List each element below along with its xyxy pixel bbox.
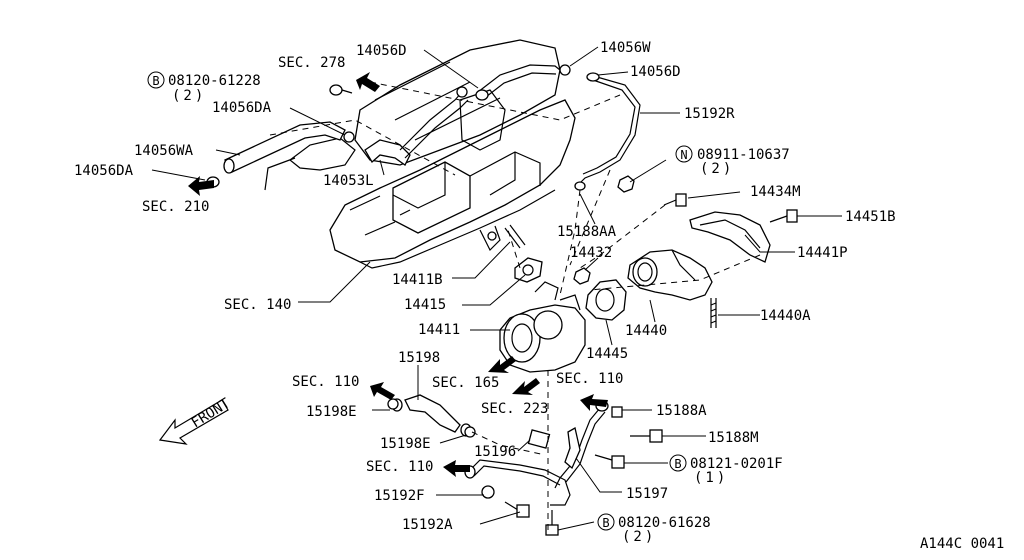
label-14445: 14445: [586, 346, 628, 362]
label-14432: 14432: [570, 245, 612, 261]
label-15192R: 15192R: [684, 106, 735, 122]
label-08121-qty: (1): [694, 470, 728, 486]
arrow-sec110-right: [580, 394, 608, 411]
label-08911-10637: 08911-10637: [697, 147, 790, 163]
label-15188AA: 15188AA: [557, 224, 617, 240]
label-08120-61228-qty: (2): [172, 88, 206, 104]
direction-arrows: [188, 72, 608, 477]
turbocharger-14411: [499, 281, 586, 373]
label-15188A: 15188A: [656, 403, 707, 419]
label-sec210: SEC. 210: [142, 199, 209, 215]
bolt-14451B: [769, 209, 798, 223]
label-14451B: 14451B: [845, 209, 896, 225]
heat-insulator-14441P: [689, 211, 771, 263]
dashed-alignment-lines: [269, 81, 761, 530]
label-15192A: 15192A: [402, 517, 453, 533]
arrow-sec110-bottom: [443, 460, 470, 477]
label-14056DA-left: 14056DA: [74, 163, 134, 179]
arrow-sec110-left: [370, 382, 395, 400]
label-08911-qty: (2): [700, 161, 734, 177]
gasket-14415: [514, 257, 543, 283]
label-15198: 15198: [398, 350, 440, 366]
label-15197: 15197: [626, 486, 668, 502]
badge-b3-letter: B: [674, 457, 681, 471]
leader-lines: [151, 46, 842, 531]
arrow-sec165: [488, 356, 516, 373]
label-14056W: 14056W: [600, 40, 651, 56]
gasket-14445: [585, 279, 627, 321]
front-label: FRONT: [189, 395, 234, 431]
label-14056DA-top: 14056DA: [212, 100, 272, 116]
label-15188M: 15188M: [708, 430, 759, 446]
oil-pipe-15192R: [574, 72, 641, 191]
label-14053L: 14053L: [323, 173, 374, 189]
badge-b3: [669, 454, 687, 472]
arrow-sec223: [512, 378, 540, 395]
label-15192F: 15192F: [374, 488, 425, 504]
badge-b2: [675, 145, 693, 163]
label-14411: 14411: [418, 322, 460, 338]
label-sec278: SEC. 278: [278, 55, 345, 71]
label-08120-61628: 08120-61628: [618, 515, 711, 531]
label-14434M: 14434M: [750, 184, 801, 200]
part-labels: 14056D SEC. 278 B 08120-61228 (2) 14056D…: [74, 40, 1004, 552]
label-sec110-mid: SEC. 110: [556, 371, 623, 387]
badge-b2-letter: N: [680, 148, 687, 162]
badge-b1-letter: B: [152, 74, 159, 88]
arrow-sec278: [356, 72, 380, 92]
water-pipe-15196: [464, 429, 571, 506]
label-08121-0201F: 08121-0201F: [690, 456, 783, 472]
bolt-14434M: [663, 193, 687, 207]
label-14056D-right: 14056D: [630, 64, 681, 80]
label-sec165: SEC. 165: [432, 375, 499, 391]
badge-b4-letter: B: [602, 516, 609, 530]
nut-08911-10637: [617, 175, 635, 193]
nut-14432: [573, 267, 591, 285]
label-08120-61228: 08120-61228: [168, 73, 261, 89]
stud-14440A: [710, 298, 717, 328]
label-14056D-top: 14056D: [356, 43, 407, 59]
label-sec223: SEC. 223: [481, 401, 548, 417]
exhaust-manifold-drawing: [329, 99, 576, 269]
badge-b4: [597, 513, 615, 531]
label-sec110-left: SEC. 110: [292, 374, 359, 390]
exhaust-outlet-14440: [627, 249, 713, 301]
label-08120-61628-qty: (2): [622, 529, 656, 545]
label-14441P: 14441P: [797, 245, 848, 261]
clamps: [206, 84, 476, 438]
water-tube-14056WA: [223, 121, 346, 174]
hose-15198: [391, 394, 472, 437]
label-14411B: 14411B: [392, 272, 443, 288]
label-15198E-top: 15198E: [306, 404, 357, 420]
stud-14411B: [504, 224, 526, 249]
bolts-lower: [504, 406, 663, 536]
label-sec140: SEC. 140: [224, 297, 291, 313]
front-indicator: FRONT: [158, 395, 234, 445]
label-14440A: 14440A: [760, 308, 811, 324]
diagram-code: A144C 0041: [920, 536, 1004, 552]
oil-pipe-15197: [554, 400, 609, 489]
label-15198E-bot: 15198E: [380, 436, 431, 452]
label-14440: 14440: [625, 323, 667, 339]
label-15196: 15196: [474, 444, 516, 460]
arrow-sec210: [188, 176, 214, 196]
badge-b1: [147, 71, 165, 89]
label-sec110-bot: SEC. 110: [366, 459, 433, 475]
label-14415: 14415: [404, 297, 446, 313]
pipe-14056D: [475, 64, 571, 101]
label-14056WA: 14056WA: [134, 143, 194, 159]
